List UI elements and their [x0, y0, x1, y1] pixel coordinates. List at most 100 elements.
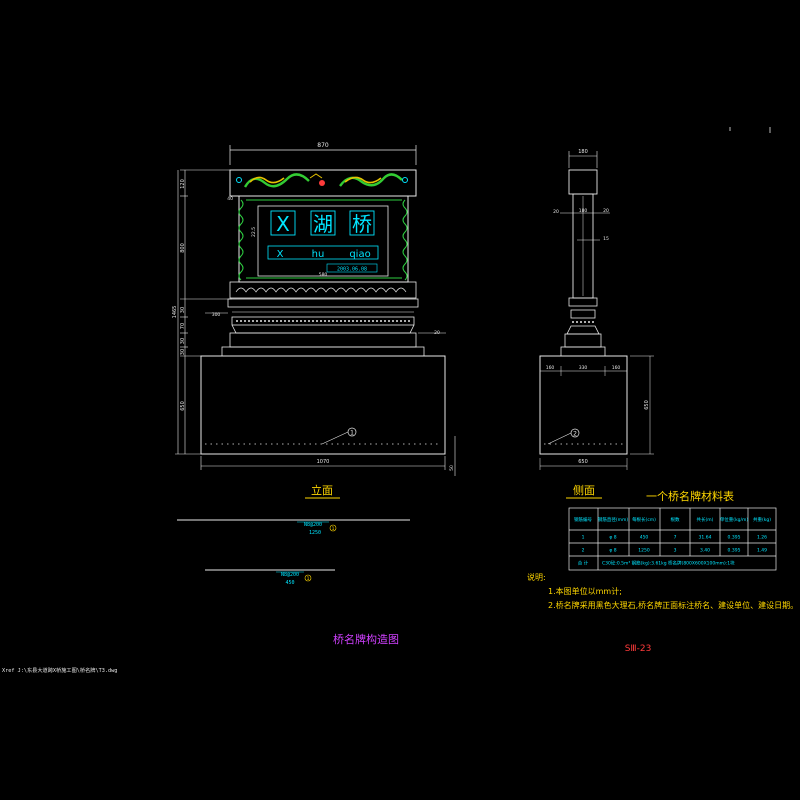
- side-dim-20a: 20: [553, 209, 559, 215]
- bar-1-length: 1250: [309, 530, 321, 536]
- callout-2-label: 2: [573, 431, 577, 438]
- td-2-4: 3.40: [700, 548, 710, 554]
- table-header-row: 钢筋编号 钢筋直径(mm) 每根长(cm) 根数 共长(m) 单位重(kg/m)…: [574, 516, 771, 523]
- plaque-border-ornament: [238, 199, 408, 281]
- callout-circle-1: [347, 427, 357, 437]
- date-plate: [326, 263, 378, 273]
- dim-left-800: 800: [180, 243, 186, 253]
- side-dim-650-h: 650: [644, 400, 650, 410]
- th-count: 根数: [671, 516, 680, 523]
- dim-small-22-5: 22.5: [251, 227, 257, 237]
- callout-1-label: 1: [350, 430, 354, 437]
- side-dim-top: [568, 151, 598, 168]
- dim-base-width: [200, 436, 456, 476]
- bar-1-circle: [329, 524, 337, 532]
- th-bar-no: 钢筋编号: [574, 516, 592, 523]
- elevation-view: 870 X 湖 桥 X hu qiao: [172, 142, 456, 476]
- concrete-base: [200, 355, 446, 455]
- dragon-ornament: [236, 173, 408, 188]
- dim-left-30b: 30: [180, 338, 186, 344]
- th-diameter: 钢筋直径(mm): [598, 516, 629, 523]
- sheet-number: SⅢ-23: [625, 644, 652, 654]
- th-unit-weight: 单位重(kg/m): [720, 516, 749, 523]
- bar-2-num: 1: [307, 576, 310, 582]
- side-dim-15: 15: [603, 236, 609, 242]
- bar-2-circle: [304, 574, 312, 582]
- table-total-row: 合 计 C30砼:0.5m³ 钢筋(kg):3.61kg 桥名牌(800X600…: [578, 560, 735, 567]
- char-box-3: [349, 210, 375, 236]
- pedestal-slab-2: [231, 316, 415, 326]
- dim-870-label: 870: [317, 142, 329, 149]
- drawing-title: 桥名牌构造图: [333, 632, 399, 646]
- note-2: 2.桥名牌采用黑色大理石,桥名牌正面标注桥名、建设单位、建设日期。: [548, 600, 798, 610]
- td-1-2: 450: [640, 535, 649, 541]
- elevation-view-label: 立面: [311, 483, 333, 497]
- side-dim-160b: 160: [612, 365, 621, 371]
- cloud-ornament: [235, 287, 407, 293]
- bar-detail-1: [177, 519, 410, 523]
- dim-left-120: 120: [180, 179, 186, 189]
- pedestal-plinth: [229, 332, 417, 348]
- side-dim-330: 330: [579, 365, 588, 371]
- th-length: 每根长(cm): [632, 516, 656, 523]
- dim-small-40: 40: [227, 196, 233, 202]
- bar-2-length: 450: [285, 580, 294, 586]
- td-1-3: 7: [674, 535, 677, 541]
- side-pedestal-waist: [566, 325, 600, 335]
- pinyin-2: hu: [312, 249, 325, 260]
- pedestal-waist: [231, 324, 415, 334]
- char-box-1: [270, 210, 296, 236]
- pinyin-1: X: [277, 249, 284, 260]
- rebar-leader-1: [321, 431, 349, 445]
- dim-left-1465: 1465: [172, 306, 178, 319]
- dim-left-650: 650: [180, 401, 186, 411]
- td-1-4: 31.64: [699, 535, 712, 541]
- td-2-6: 1.49: [757, 548, 767, 554]
- dim-left-30a: 30: [180, 307, 186, 313]
- cloud-band: [229, 281, 417, 299]
- plaque-outer: [238, 195, 409, 283]
- pinyin-3: qiao: [349, 249, 370, 260]
- side-view-label: 侧面: [573, 484, 595, 497]
- side-dim-180: 180: [578, 149, 588, 155]
- pedestal-slab-1: [227, 298, 419, 308]
- bar-2-label: N8@200: [281, 572, 299, 578]
- char-box-2: [310, 210, 336, 236]
- td-2-0: 2: [582, 548, 585, 554]
- side-capital: [568, 169, 598, 195]
- td-2-3: 3: [674, 548, 677, 554]
- td-1-1: φ 8: [609, 535, 616, 541]
- date-plate-text: 2003.06.08: [337, 267, 367, 273]
- side-pedestal-plinth: [564, 333, 602, 348]
- side-dim-20b: 20: [603, 208, 609, 214]
- td-2-5: 0.395: [728, 548, 741, 554]
- bar-1-label: N8@200: [304, 522, 322, 528]
- bar-1-num: 1: [332, 526, 335, 532]
- plaque-inner: [257, 205, 389, 277]
- table-row-1: 1 φ 8 450 7 31.64 0.395 1.26: [582, 535, 768, 541]
- dim-base-1070: 1070: [317, 459, 330, 465]
- notes-header: 说明:: [527, 572, 546, 582]
- dim-top-width: [229, 145, 417, 165]
- bridge-char-3: 桥: [352, 212, 372, 236]
- dim-left-30c: 30: [180, 349, 186, 355]
- rebar-leader-2: [547, 432, 572, 445]
- td-1-0: 1: [582, 535, 585, 541]
- side-pedestal-2: [570, 309, 596, 319]
- dim-small-580: 580: [319, 272, 328, 278]
- xref-path: Xref J:\东县大道跨X桥施工图\桥名牌\T3.dwg: [2, 666, 117, 674]
- bridge-char-1: X: [276, 212, 290, 236]
- td-2-2: 1250: [638, 548, 650, 554]
- material-table: [568, 507, 777, 571]
- side-concrete-base: [539, 355, 628, 455]
- pinyin-bar: [267, 245, 379, 260]
- side-pedestal-footing: [560, 346, 606, 357]
- dim-left-chain: [175, 169, 232, 455]
- td-1-6: 1.26: [757, 535, 767, 541]
- dim-base-50: 50: [449, 465, 455, 471]
- bar-detail-2: [205, 569, 335, 573]
- side-dim-650-w: 650: [578, 459, 588, 465]
- side-base-dims: [539, 355, 654, 470]
- table-title: 一个桥名牌材料表: [646, 489, 734, 503]
- bridge-char-2: 湖: [313, 212, 333, 236]
